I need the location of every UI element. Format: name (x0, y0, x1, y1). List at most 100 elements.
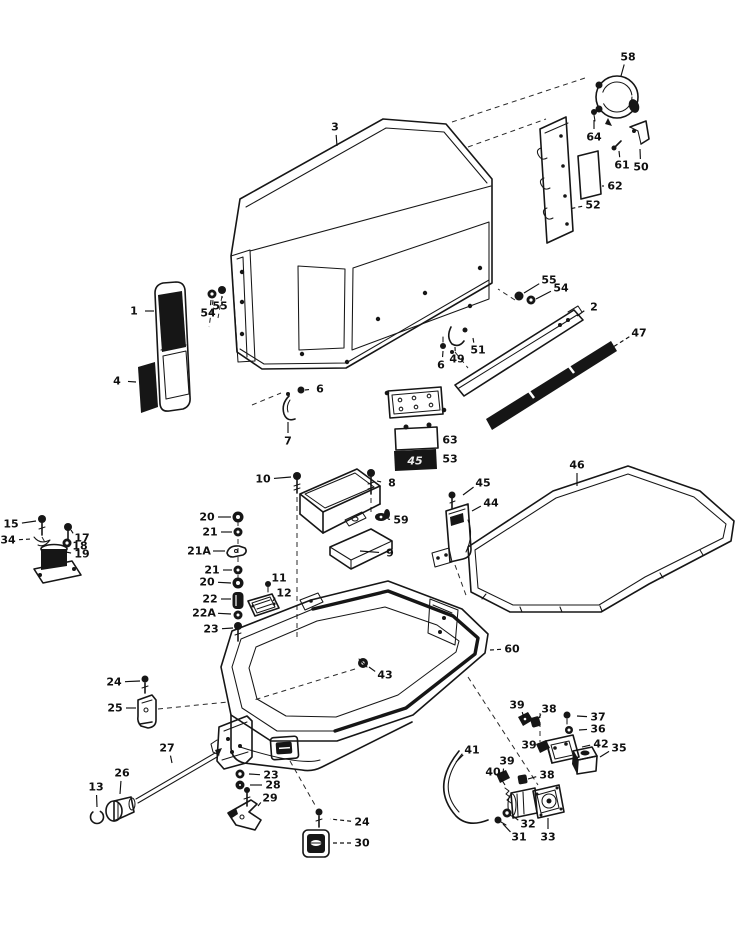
part-label-59: 59 (393, 514, 408, 527)
part-label-15: 15 (3, 518, 18, 531)
screw-10 (293, 472, 301, 494)
part-label-1: 1 (130, 305, 138, 318)
part-label-49: 49 (449, 353, 464, 366)
leader-line-17 (70, 529, 74, 534)
leader-line-45 (462, 486, 474, 496)
part-label-25: 25 (107, 702, 122, 715)
screw-15 (38, 515, 46, 536)
part-label-22A: 22A (192, 607, 216, 620)
leader-line-35 (599, 750, 610, 758)
part-label-11: 11 (271, 572, 286, 585)
part-label-47: 47 (631, 327, 646, 340)
construction-lines (41, 76, 589, 806)
leader-line-32 (512, 815, 519, 821)
cover-side-window (351, 221, 490, 351)
part-label-23: 23 (263, 769, 278, 782)
molding-pad-4 (138, 362, 158, 413)
decal-text-53: 45 (406, 455, 423, 468)
rod-27 (135, 752, 216, 800)
part-label-38: 38 (539, 769, 554, 782)
part-label-39: 39 (521, 739, 536, 752)
screw-6-lower (297, 386, 305, 394)
leader-line-44 (471, 505, 482, 512)
cover-screws (239, 265, 483, 365)
clip-39-bottom (496, 770, 510, 783)
part-label-40: 40 (485, 766, 501, 779)
air-silencer-assembly (293, 468, 393, 570)
leader-line-39 (521, 711, 525, 719)
part-label-20: 20 (199, 576, 215, 589)
side-molding-starboard-2 (454, 305, 584, 397)
seal-ring-46 (467, 465, 735, 613)
leader-line-54 (209, 299, 212, 306)
leader-line-24 (124, 680, 141, 683)
part-label-64: 64 (586, 131, 602, 144)
plate-62 (577, 150, 602, 200)
leader-line-26 (119, 780, 122, 795)
part-label-36: 36 (590, 723, 606, 736)
name-plate-53: 45 (394, 449, 437, 471)
mount-screws-54-55-left (207, 286, 226, 299)
part-label-41: 41 (464, 744, 479, 757)
clamp-plate (384, 386, 447, 419)
part-label-21: 21 (204, 564, 219, 577)
part-label-46: 46 (569, 459, 585, 472)
leader-line-24 (329, 818, 352, 822)
part-label-26: 26 (114, 767, 130, 780)
part-label-39: 39 (509, 699, 524, 712)
leader-line-54 (535, 290, 552, 300)
leader-line-31 (502, 823, 511, 833)
part-label-38: 38 (541, 703, 556, 716)
plate-12 (247, 593, 280, 617)
part-label-54: 54 (553, 282, 569, 295)
part-label-24: 24 (354, 816, 370, 829)
leader-line-2 (576, 310, 585, 317)
screw-24-left (141, 675, 149, 694)
part-label-21A: 21A (187, 545, 211, 558)
leader-line-29 (257, 802, 262, 807)
part-label-42: 42 (593, 738, 608, 751)
part-label-9: 9 (386, 547, 394, 560)
leader-line-19 (65, 551, 72, 554)
choke-rod-assembly (89, 748, 222, 825)
pan-floor (248, 606, 460, 718)
part-label-22: 22 (202, 593, 217, 606)
pan-outer-rim (220, 580, 489, 742)
part-label-10: 10 (255, 473, 271, 486)
rubber-mount-assembly (33, 515, 82, 584)
latch-lever-assembly-29 (227, 769, 262, 831)
lower-cowl-pan-60 (210, 580, 489, 772)
leader-line-12 (272, 597, 276, 602)
part-label-19: 19 (74, 548, 89, 561)
leader-line-23 (248, 773, 261, 776)
leader-line-4 (127, 380, 137, 383)
leader-line-51 (472, 337, 475, 343)
trim-strip-47 (486, 341, 617, 430)
clip-21A (226, 545, 247, 558)
part-label-6: 6 (437, 359, 445, 372)
leader-line-61 (618, 150, 621, 158)
part-label-43: 43 (377, 669, 392, 682)
screw-8 (367, 469, 375, 495)
part-label-54: 54 (200, 307, 216, 320)
part-label-6: 6 (316, 383, 324, 396)
part-label-31: 31 (511, 831, 526, 844)
leader-line-15 (21, 520, 37, 524)
part-label-23: 23 (203, 623, 218, 636)
spring-40 (504, 787, 512, 804)
part-label-44: 44 (483, 497, 499, 510)
latch-30 (302, 808, 330, 858)
part-label-55: 55 (541, 274, 556, 287)
cable-41 (442, 750, 489, 824)
part-label-3: 3 (331, 121, 339, 134)
part-label-34: 34 (0, 534, 16, 547)
leader-line-22A (217, 612, 232, 615)
part-label-21: 21 (202, 526, 217, 539)
leader-line-34 (18, 538, 33, 541)
screw-24-bottom (315, 808, 323, 828)
leader-line-42 (581, 744, 591, 748)
ring-13 (89, 809, 105, 825)
part-label-8: 8 (388, 477, 396, 490)
leader-line-38 (538, 714, 542, 719)
